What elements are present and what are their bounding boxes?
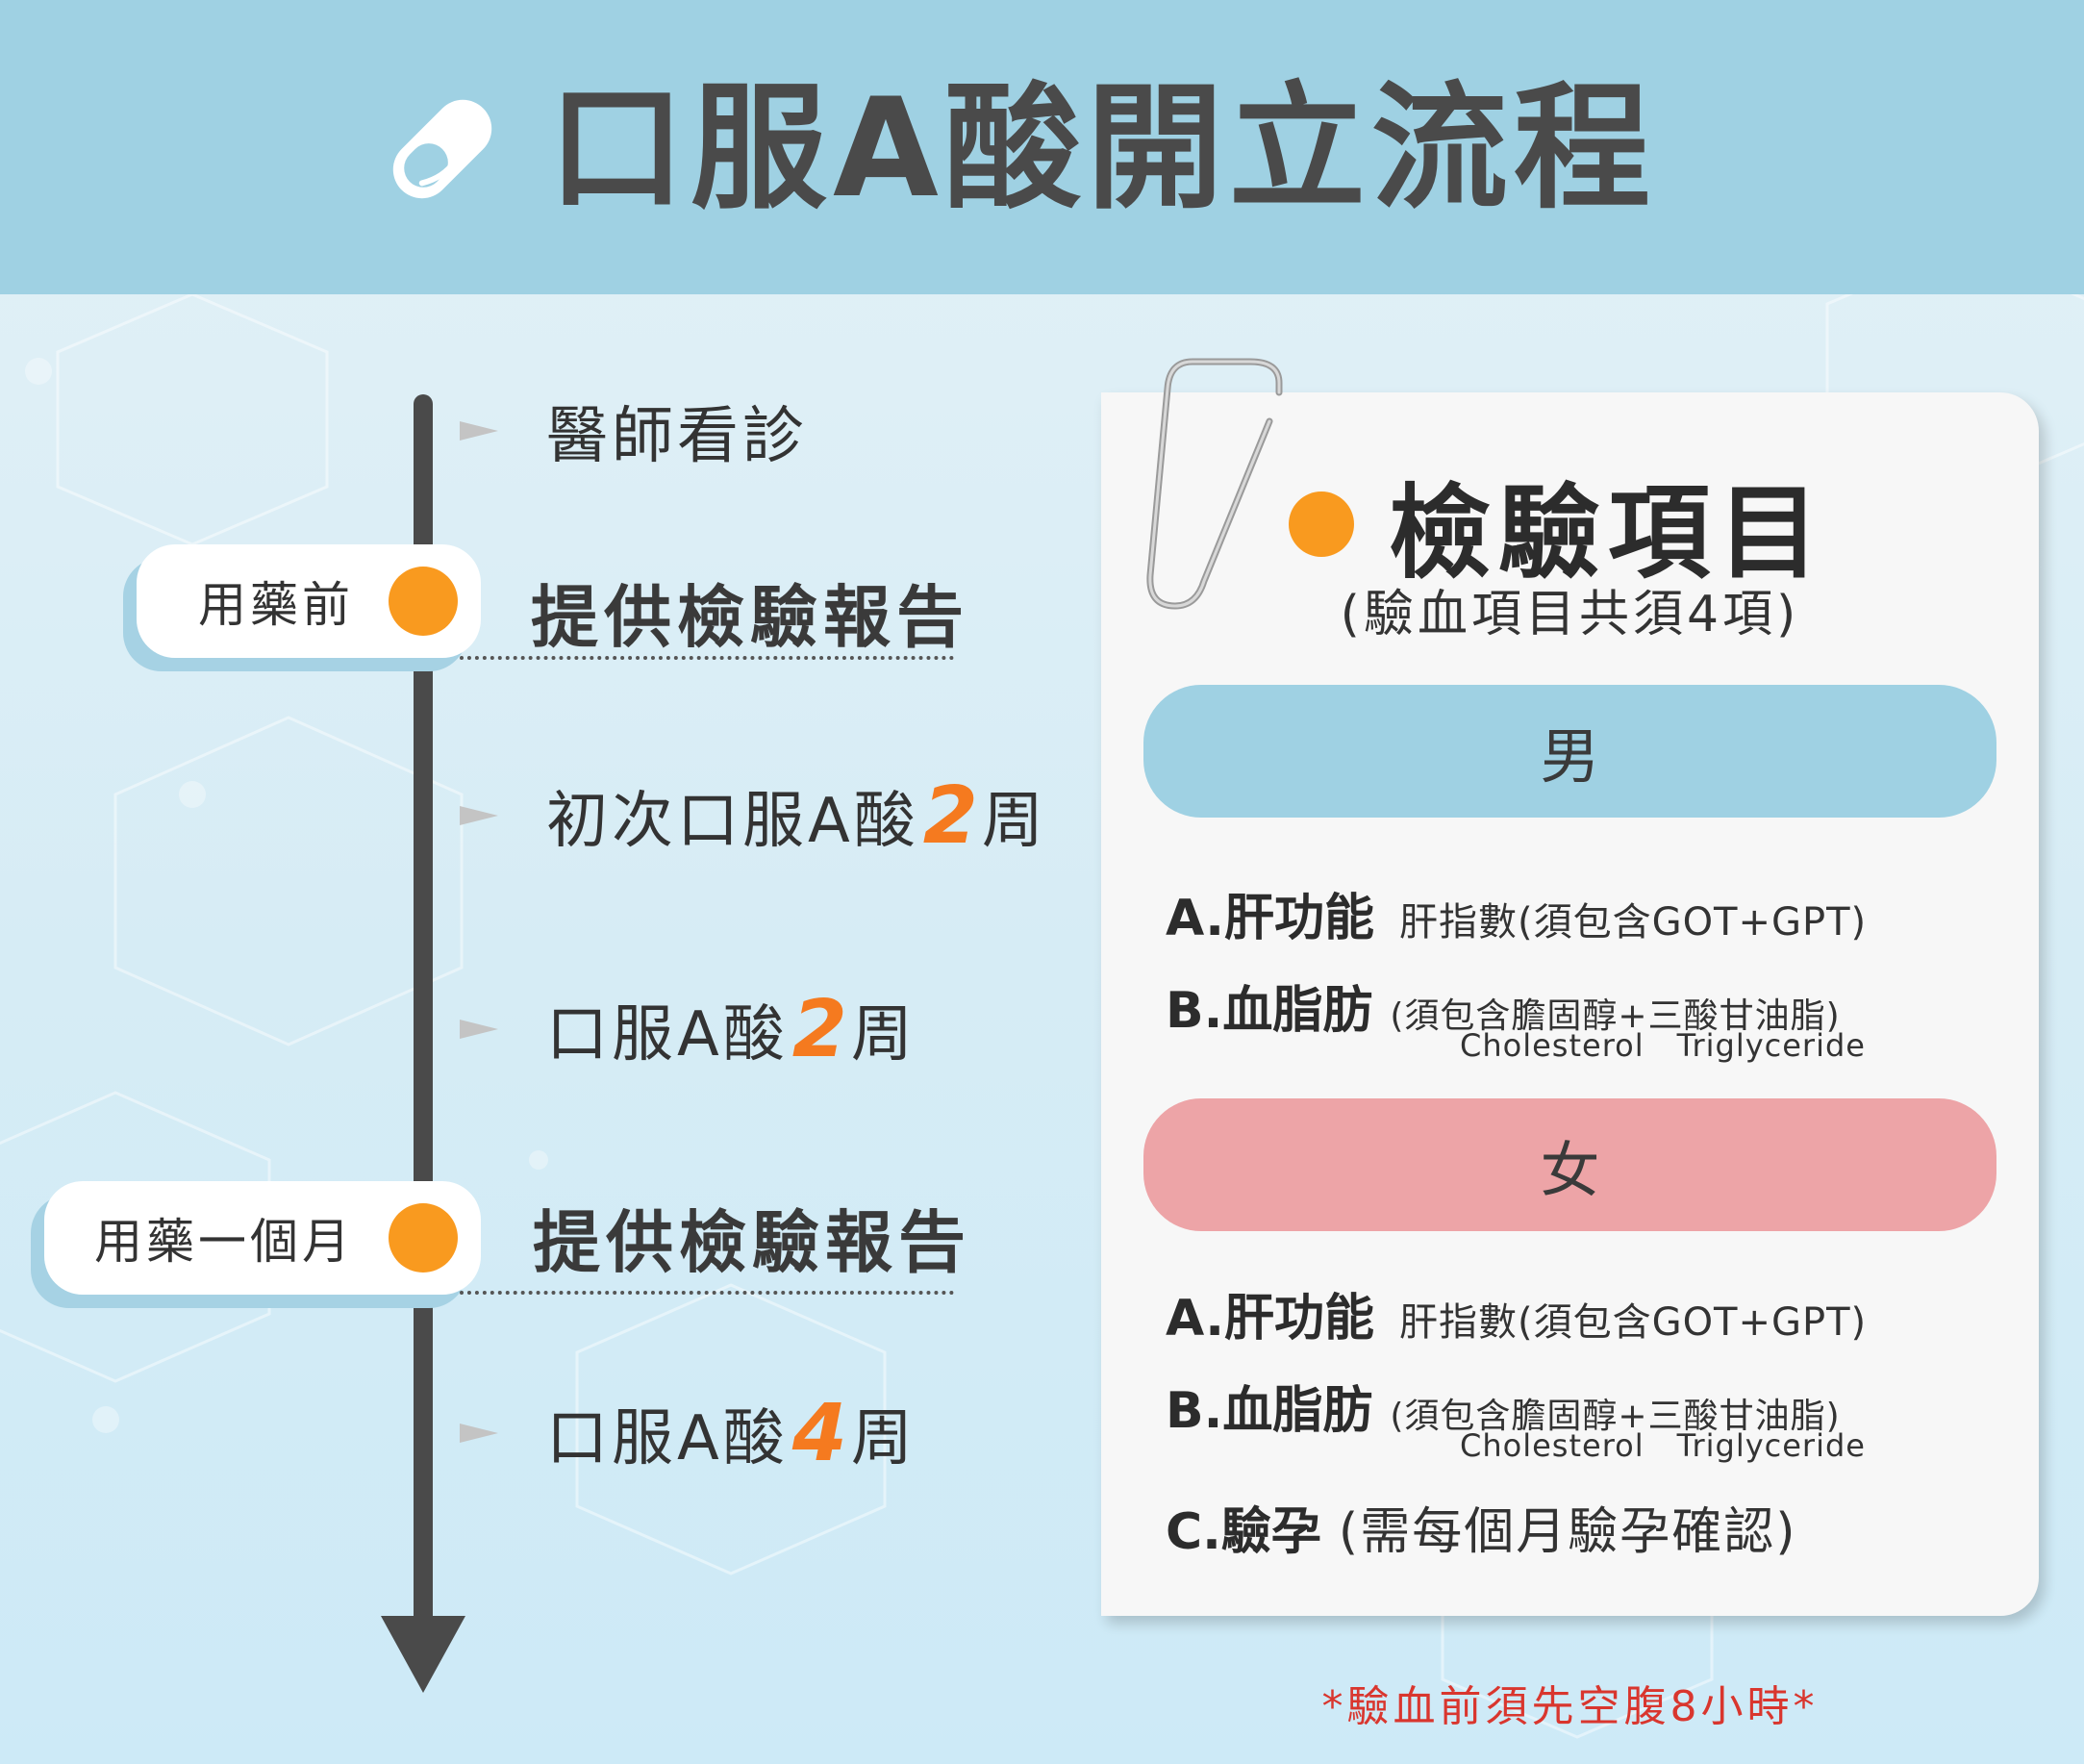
female-item-lipid-english: Cholesterol Triglyceride [1460,1427,1898,1464]
female-band: 女 [1143,1098,1996,1231]
step-text: 口服A酸 [546,1403,789,1474]
item-english: Cholesterol [1460,1427,1645,1464]
female-item-pregnancy: C.驗孕 (需每個月驗孕確認) [1166,1491,1797,1563]
dotted-divider [460,656,954,660]
card-title: 檢驗項目 [1389,474,1827,592]
step-text: 周 [850,1403,916,1474]
item-head: A.肝功能 [1166,890,1374,947]
card-title-group: 檢驗項目 [1289,450,1827,598]
tag-dot-icon [389,567,458,636]
paperclip-icon [1146,358,1283,610]
step-number: 2 [791,983,847,1075]
step-number: 2 [922,769,978,862]
header-banner [0,0,2084,294]
fasting-note: *驗血前須先空腹8小時* [1321,1682,1819,1731]
step-number: 4 [791,1387,847,1479]
step-text: 醫師看診 [546,401,808,472]
female-item-liver: A.肝功能 肝指數(須包含GOT+GPT) [1166,1277,1867,1349]
step-4-weeks: 口服A酸 4 周 [460,1385,916,1481]
test-items-card [1101,392,2039,1616]
card-subtitle: (驗血項目共須4項) [1340,586,1800,643]
male-item-lipid: B.血脂肪 (須包含膽固醇+三酸甘油脂) [1166,970,1841,1042]
timeline-arrow-down-icon [381,1616,465,1693]
tag-one-month: 用藥一個月 [44,1181,481,1295]
step-text: 周 [850,999,916,1071]
item-english: Triglyceride [1676,1427,1866,1464]
step-2-weeks: 口服A酸 2 周 [460,981,916,1077]
female-item-lipid: B.血脂肪 (須包含膽固醇+三酸甘油脂) [1166,1370,1841,1442]
item-desc: (需每個月驗孕確認) [1338,1503,1797,1561]
item-desc: 肝指數(須包含GOT+GPT) [1398,1300,1868,1345]
item-desc: 肝指數(須包含GOT+GPT) [1398,900,1868,945]
step-text: 初次口服A酸 [546,786,919,857]
tag-dot-icon [389,1203,458,1273]
pointer-icon [460,1020,498,1039]
step-report-2: 提供檢驗報告 [533,1197,971,1282]
item-desc: (須包含膽固醇+三酸甘油脂) [1390,1397,1841,1436]
page-title: 口服A酸開立流程 [548,69,1656,228]
orange-dot-icon [1289,491,1354,557]
timeline-line [414,394,433,1635]
dotted-divider [460,1291,954,1295]
tag-label: 用藥前 [198,577,354,633]
tag-label: 用藥一個月 [94,1214,354,1270]
male-band: 男 [1143,685,1996,818]
step-report-1: 提供檢驗報告 [531,571,969,657]
item-head: C.驗孕 [1166,1503,1321,1561]
step-text: 周 [981,786,1047,857]
pointer-icon [460,806,498,825]
item-english: Triglyceride [1676,1027,1866,1064]
tag-before-medication: 用藥前 [137,544,481,658]
pointer-icon [460,1424,498,1443]
item-desc: (須包含膽固醇+三酸甘油脂) [1390,996,1841,1036]
step-initial-2-weeks: 初次口服A酸 2 周 [460,768,1047,864]
pointer-icon [460,421,498,441]
pill-icon [392,99,492,199]
item-head: B.血脂肪 [1166,982,1373,1040]
item-english: Cholesterol [1460,1027,1645,1064]
male-item-liver: A.肝功能 肝指數(須包含GOT+GPT) [1166,877,1867,949]
step-text: 提供檢驗報告 [531,577,969,657]
step-doctor-visit: 醫師看診 [460,392,808,472]
title-group: 口服A酸開立流程 [375,67,1656,231]
step-text: 口服A酸 [546,999,789,1071]
male-item-lipid-english: Cholesterol Triglyceride [1460,1027,1898,1064]
item-head: B.血脂肪 [1166,1382,1373,1440]
step-text: 提供檢驗報告 [533,1202,971,1282]
item-head: A.肝功能 [1166,1290,1374,1348]
